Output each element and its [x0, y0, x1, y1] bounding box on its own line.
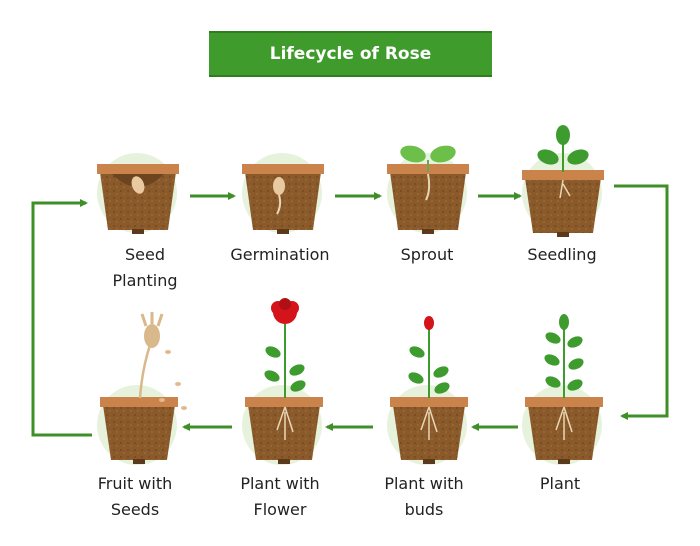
- pot-rim: [522, 170, 604, 180]
- bud-icon: [424, 316, 434, 330]
- arrow-fruit-to-seed: [31, 199, 92, 437]
- label-line: Sprout: [400, 245, 454, 264]
- pot-foot: [277, 229, 289, 234]
- pot-rim: [525, 397, 603, 407]
- pot-foot: [278, 459, 290, 464]
- pot-foot: [557, 232, 569, 237]
- pot-foot: [133, 459, 145, 464]
- pot-foot: [422, 229, 434, 234]
- pot-rim: [100, 397, 178, 407]
- leaf-icon: [537, 149, 559, 165]
- label-line: Fruit with: [97, 474, 173, 493]
- stage-label-plant-with-flower: Plant with Flower: [215, 471, 345, 523]
- leaf-cluster-icon: [264, 346, 306, 392]
- stage-label-germination: Germination: [215, 242, 345, 268]
- stage-label-plant: Plant: [495, 471, 625, 497]
- label-line: Planting: [112, 271, 178, 290]
- label-line: Seeds: [110, 500, 160, 519]
- pot-foot: [558, 459, 570, 464]
- title-banner: Lifecycle of Rose: [209, 31, 492, 77]
- pot: [100, 172, 176, 230]
- stage-label-seedling: Seedling: [497, 242, 627, 268]
- stage-fruit-with-seeds: [97, 312, 187, 465]
- root-icon: [559, 179, 571, 199]
- dried-fruit-icon: [140, 312, 164, 348]
- label-line: buds: [404, 500, 444, 519]
- stage-seedling: [522, 125, 604, 237]
- stage-plant-with-flower: [242, 298, 323, 465]
- stage-label-sprout: Sprout: [362, 242, 492, 268]
- arrow-seedling-to-plant: [614, 184, 669, 420]
- pot: [245, 172, 321, 230]
- diagram-title: Lifecycle of Rose: [269, 44, 432, 64]
- leaf-cluster-icon: [544, 314, 584, 391]
- label-line: Germination: [230, 245, 330, 264]
- stage-sprout: [387, 145, 469, 234]
- stage-germination: [242, 153, 324, 234]
- label-line: Flower: [253, 500, 307, 519]
- label-line: Plant: [539, 474, 581, 493]
- pot: [103, 405, 175, 460]
- pot-foot: [423, 459, 435, 464]
- leaf-icon: [400, 145, 426, 163]
- falling-seeds-icon: [159, 350, 187, 410]
- label-line: Plant with: [384, 474, 464, 493]
- pot: [525, 178, 601, 233]
- root-sprout-icon: [276, 194, 282, 215]
- flow-arrows: [31, 184, 669, 437]
- root-icon: [555, 406, 573, 440]
- stage-label-seed-planting: Seed Planting: [80, 242, 210, 294]
- rose-flower-icon: [271, 298, 299, 324]
- leaf-icon: [567, 149, 589, 165]
- pot: [390, 172, 466, 230]
- pot-rim: [390, 397, 468, 407]
- label-line: Seed: [125, 245, 165, 264]
- stage-label-plant-with-buds: Plant with buds: [359, 471, 489, 523]
- root-icon: [276, 406, 294, 440]
- stage-label-fruit-with-seeds: Fruit with Seeds: [70, 471, 200, 523]
- leaf-icon: [556, 125, 570, 145]
- stage-seed-planting: [97, 153, 179, 234]
- pot: [248, 405, 320, 460]
- pot-foot: [132, 229, 144, 234]
- stage-plant-with-buds: [387, 316, 468, 465]
- pot-rim: [242, 164, 324, 174]
- leaf-cluster-icon: [408, 346, 450, 394]
- stage-plant: [522, 314, 603, 465]
- root-icon: [425, 173, 431, 201]
- dried-stem: [138, 344, 152, 399]
- pot-rim: [97, 164, 179, 174]
- seed-icon: [131, 176, 145, 194]
- label-line: Seedling: [527, 245, 597, 264]
- label-line: Plant with: [240, 474, 320, 493]
- leaf-icon: [430, 145, 456, 163]
- root-icon: [420, 406, 438, 440]
- seed-icon: [273, 177, 285, 195]
- pot-rim: [245, 397, 323, 407]
